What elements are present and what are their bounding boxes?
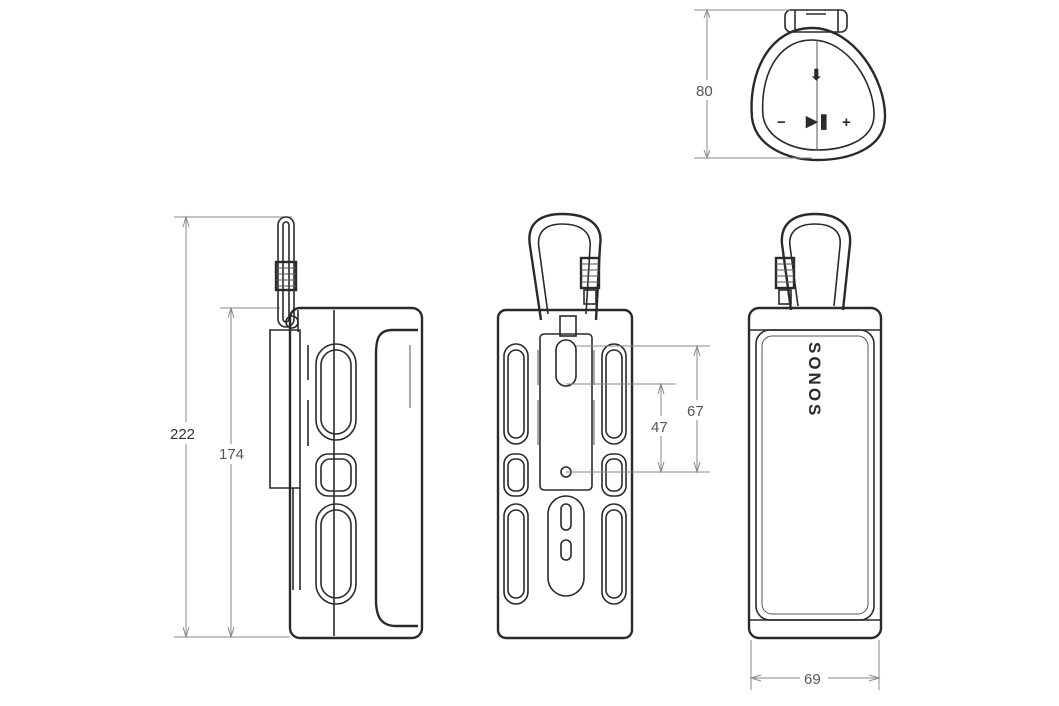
dim-body-height: 174 <box>219 446 244 463</box>
brand-logo: SONOS <box>805 342 824 418</box>
top-view: ⬇ − ▶❚ + 80 <box>692 8 887 162</box>
speaker-back-body <box>496 308 634 640</box>
dim-mount-lower: 47 <box>651 419 668 436</box>
dim-mount-upper: 67 <box>687 403 704 420</box>
dim-top-view-depth: 80 <box>696 83 713 100</box>
mic-button-icon: ⬇ <box>810 67 823 84</box>
speaker-top-outline <box>750 26 887 162</box>
carabiner <box>528 212 602 321</box>
speaker-front-body <box>747 306 883 640</box>
volume-up-icon: + <box>842 114 851 131</box>
side-view: 222 174 <box>168 215 424 640</box>
speaker-side-body <box>288 306 424 640</box>
front-view: SONOS 69 <box>747 212 883 690</box>
dim-width: 69 <box>804 671 821 688</box>
back-view: 67 47 <box>496 212 712 640</box>
play-pause-icon: ▶❚ <box>805 113 830 130</box>
volume-down-icon: − <box>777 114 786 131</box>
dim-total-height: 222 <box>170 426 195 443</box>
